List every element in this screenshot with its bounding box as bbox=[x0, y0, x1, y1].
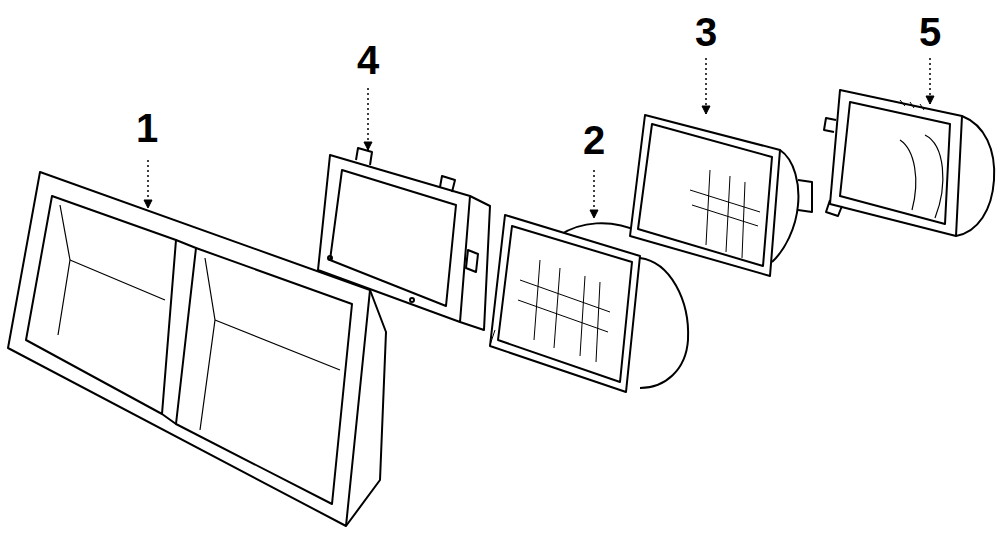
callout-number: 3 bbox=[695, 12, 717, 52]
callout-number: 2 bbox=[583, 120, 605, 160]
callout-number: 5 bbox=[919, 12, 941, 52]
callout-number: 4 bbox=[357, 40, 379, 80]
sealed-beam-lamp bbox=[630, 115, 812, 276]
headlamp-housing bbox=[824, 90, 994, 236]
leader-lines bbox=[148, 58, 930, 218]
mounting-bracket bbox=[318, 148, 490, 330]
callout-number: 1 bbox=[136, 108, 158, 148]
